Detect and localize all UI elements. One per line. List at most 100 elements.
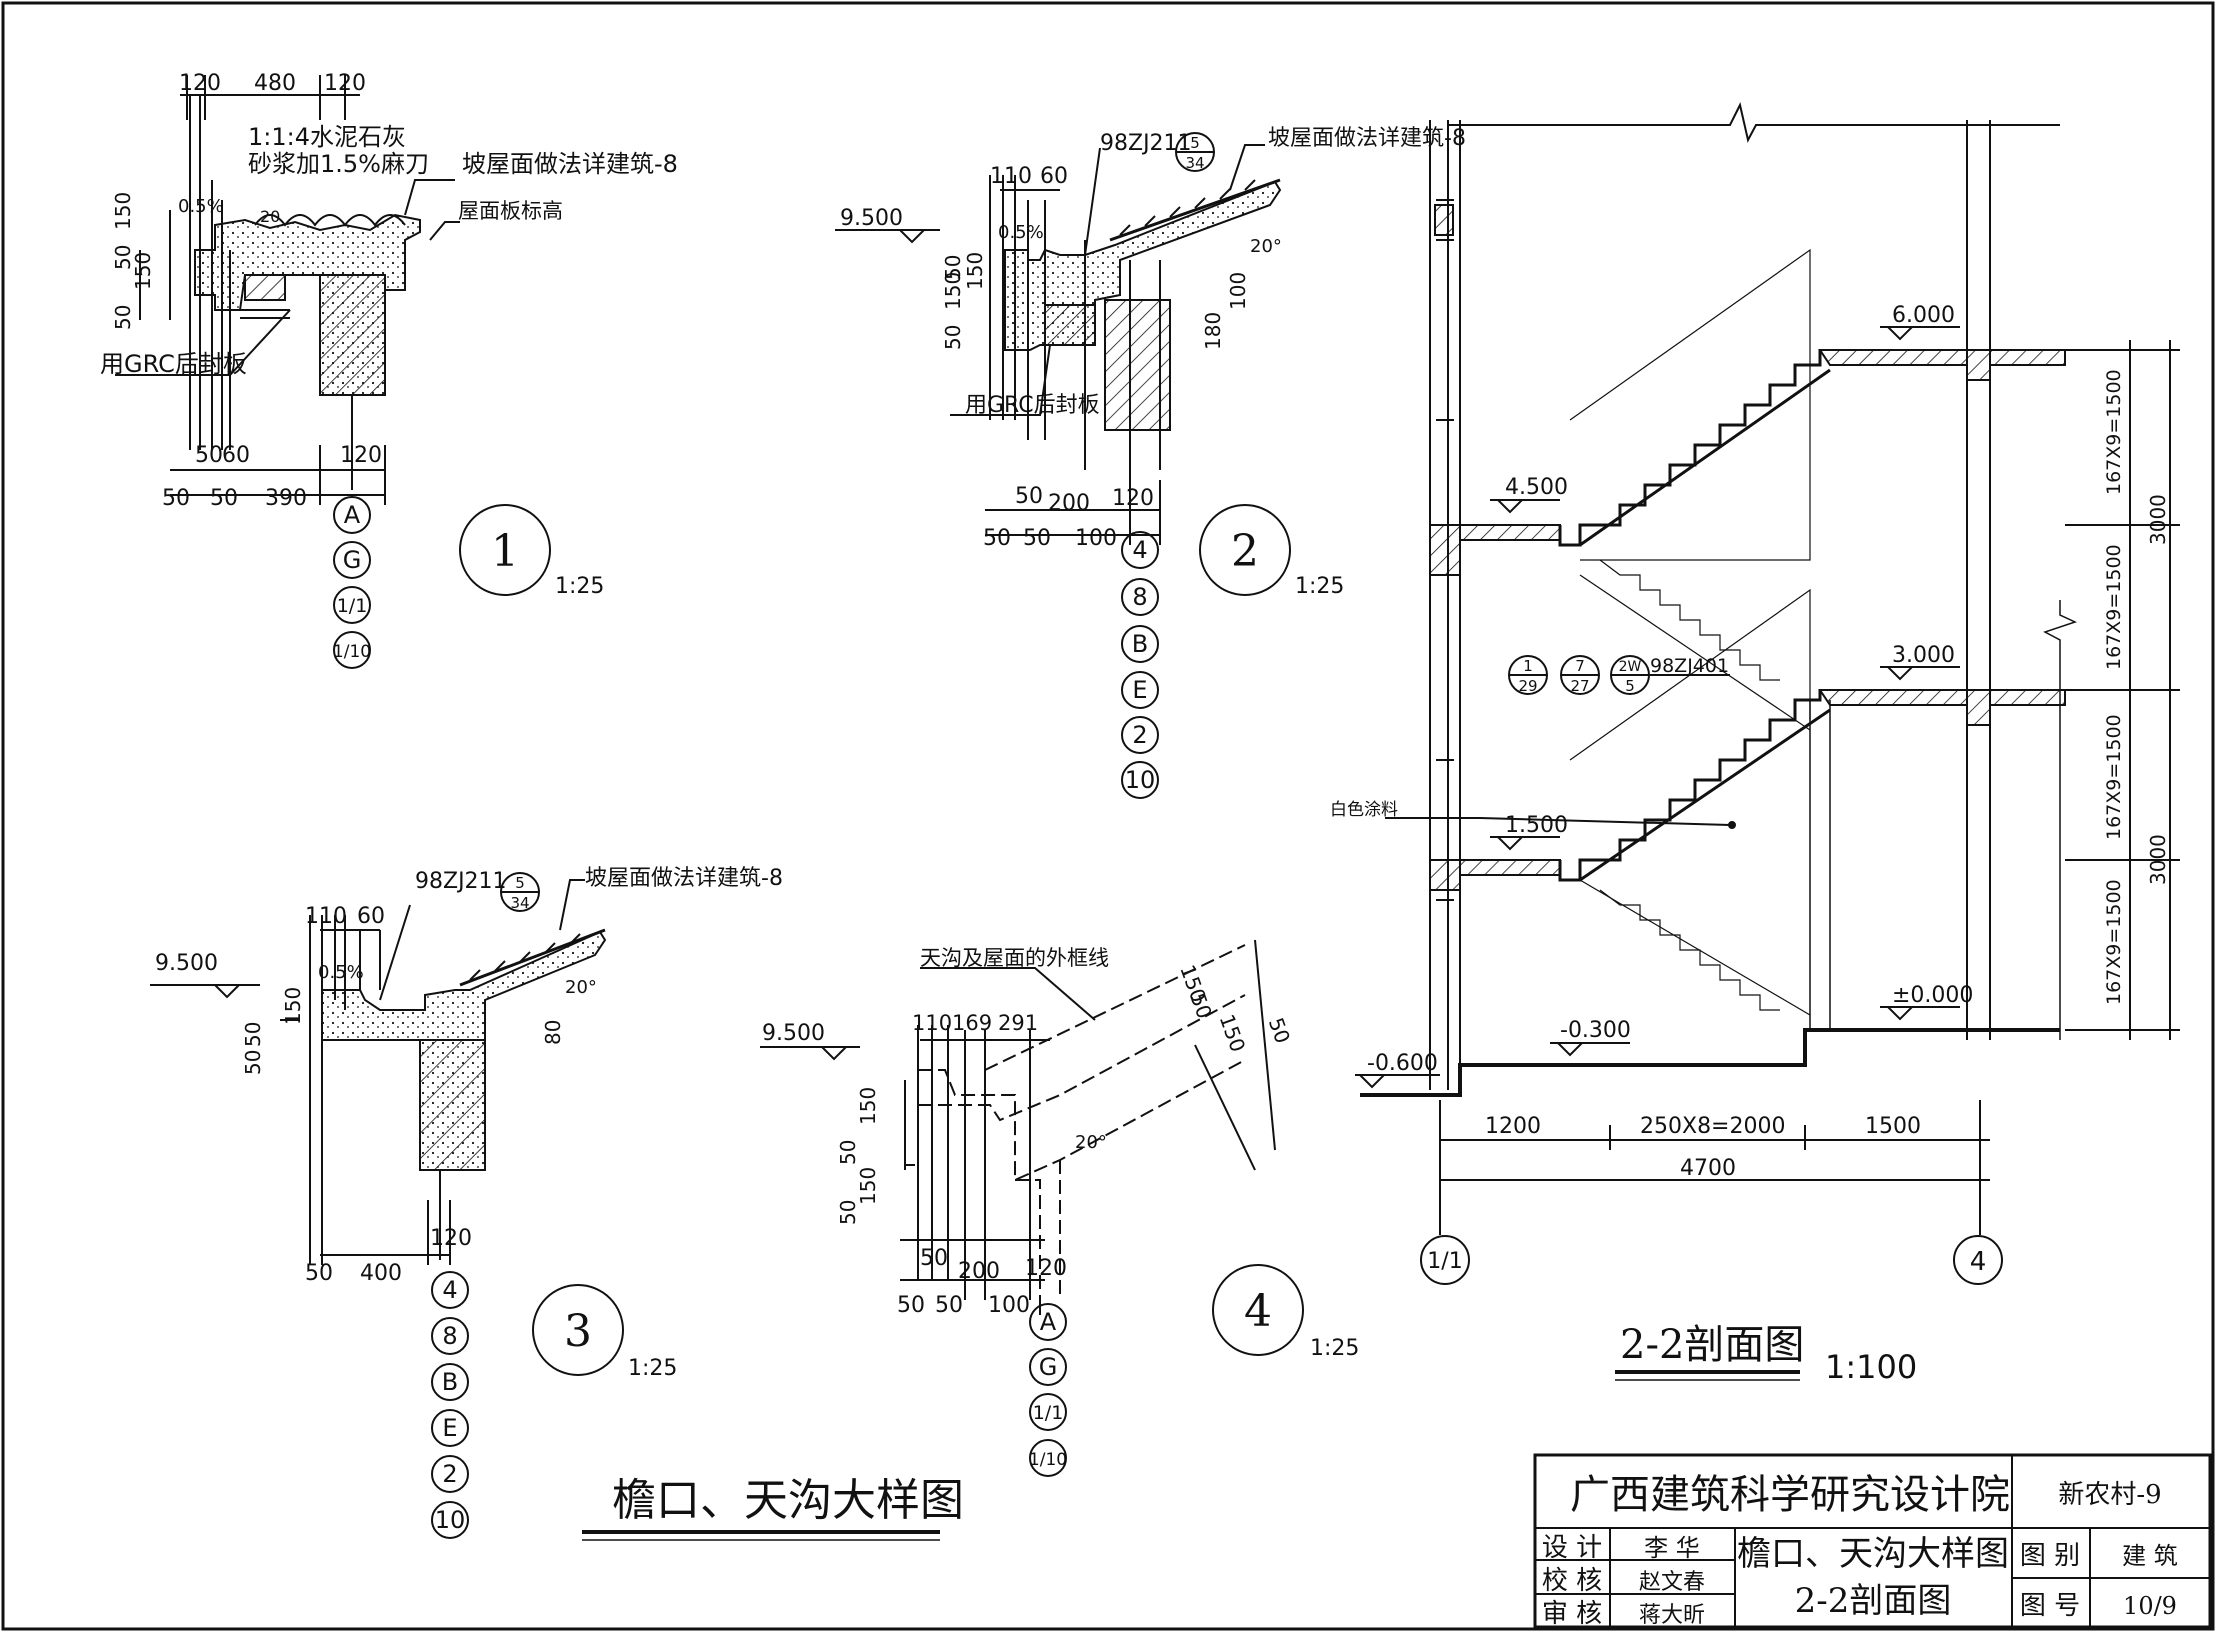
d3-elev: 9.500 xyxy=(155,951,218,976)
d2-axis-1: 8 xyxy=(1132,583,1147,611)
d2-ref-bot: 34 xyxy=(1185,154,1204,172)
d4-scale: 1:25 xyxy=(1310,1336,1359,1361)
d2-axis-4: 2 xyxy=(1132,721,1147,749)
d3-dim-right: 80 xyxy=(541,1020,565,1045)
d2-dim-right-1: 180 xyxy=(1201,312,1225,350)
d2-ref-top: 5 xyxy=(1190,134,1200,152)
d1-dim-b2-2: 390 xyxy=(265,486,307,511)
d1-slope: 0.5% xyxy=(178,196,224,217)
sec-ref-2-top: 2W xyxy=(1619,659,1642,675)
d2-scale: 1:25 xyxy=(1295,574,1344,599)
d4-dim-left-3: 150 xyxy=(856,1167,880,1205)
d4-number: 4 xyxy=(1244,1286,1272,1337)
sec-dim-right-1: 167X9=1500 xyxy=(2103,544,2125,670)
d2-dim-left-2: 50 xyxy=(941,255,965,280)
tb-name-1: 赵文春 xyxy=(1639,1570,1705,1595)
sec-title: 2-2剖面图 xyxy=(1620,1322,1804,1368)
d1-dim-b2-1: 50 xyxy=(210,486,238,511)
d3-axis-0: 4 xyxy=(442,1276,457,1304)
sec-elev-3: 1.500 xyxy=(1505,813,1568,838)
sec-dim-right-0: 167X9=1500 xyxy=(2103,369,2125,495)
d2-axis-0: 4 xyxy=(1132,536,1147,564)
tb-drawing-title-1: 檐口、天沟大样图 xyxy=(1737,1534,2009,1574)
tb-role-0: 设 计 xyxy=(1542,1533,1602,1563)
d2-number: 2 xyxy=(1231,526,1259,577)
sec-ref-1-bot: 27 xyxy=(1570,677,1589,695)
d4-dim-left-2: 50 xyxy=(836,1200,860,1225)
d1-dim-top-0: 120 xyxy=(179,71,221,96)
tb-project: 新农村-9 xyxy=(2058,1480,2161,1510)
detail-1 xyxy=(115,75,551,669)
tb-type-label: 图 别 xyxy=(2020,1541,2080,1571)
d3-angle: 20° xyxy=(565,977,597,998)
section-2-2 xyxy=(1355,102,2180,1285)
title-block xyxy=(1535,1455,2210,1627)
d4-dim-slope-3: 50 xyxy=(1264,1014,1295,1046)
sec-ref-0-top: 1 xyxy=(1523,657,1533,675)
d2-ref: 98ZJ211 xyxy=(1100,131,1192,156)
detail-3-text: 98ZJ211 5 34 坡屋面做法详建筑-8 110 60 0.5% 9.50… xyxy=(155,866,783,1534)
d1-dim-b1-2: 120 xyxy=(340,443,382,468)
sec-dim-total-1: 3000 xyxy=(2146,834,2170,885)
detail-3 xyxy=(150,872,624,1539)
d3-axis-2: B xyxy=(442,1368,458,1396)
d1-axis-0: A xyxy=(344,501,361,529)
d2-dim-top-0: 110 xyxy=(990,164,1032,189)
d2-dim-b2-0: 50 xyxy=(983,526,1011,551)
d2-roof-note: 坡屋面做法详建筑-8 xyxy=(1268,126,1466,151)
d4-dim-top-2: 291 xyxy=(998,1011,1038,1035)
d4-dim-b1-2: 120 xyxy=(1025,1256,1067,1281)
sec-dim-bottom-1: 250X8=2000 xyxy=(1640,1114,1785,1139)
d3-dim-top-1: 60 xyxy=(357,904,385,929)
d3-dim-b2-0: 50 xyxy=(305,1261,333,1286)
d4-dim-top-0: 110 xyxy=(912,1011,952,1035)
d1-grc: 用GRC后封板 xyxy=(100,350,247,378)
d4-dim-b2-2: 100 xyxy=(988,1293,1030,1318)
sec-ref-1-top: 7 xyxy=(1575,657,1585,675)
d1-note-line2: 砂浆加1.5%麻刀 xyxy=(248,150,429,178)
sec-paint: 白色涂料 xyxy=(1330,800,1398,820)
d4-label: 天沟及屋面的外框线 xyxy=(920,946,1109,970)
sec-elev-0: 6.000 xyxy=(1892,303,1955,328)
d2-dim-b1-1: 200 xyxy=(1048,491,1090,516)
d3-axis-5: 10 xyxy=(435,1506,466,1534)
d1-dim-b1-1: 60 xyxy=(222,443,250,468)
d1-axis-1: G xyxy=(343,546,362,574)
sec-ref-2-bot: 5 xyxy=(1625,677,1635,695)
sec-elev-1: 4.500 xyxy=(1505,475,1568,500)
d4-dim-left-0: 50 xyxy=(836,1140,860,1165)
d2-axis-2: B xyxy=(1132,630,1148,658)
d4-angle: 20° xyxy=(1075,1132,1107,1153)
d2-dim-left-3: 150 xyxy=(963,252,987,290)
d1-dim-left-1: 150 xyxy=(111,192,135,230)
d1-dim-left-2: 50 xyxy=(111,305,135,330)
detail-1-text: 120 480 120 1:1:4水泥石灰 砂浆加1.5%麻刀 0.5% 坡屋面… xyxy=(100,71,678,662)
d4-dim-slope-2: 150 xyxy=(1215,1011,1251,1055)
sec-dim-bottom-2: 1500 xyxy=(1865,1114,1921,1139)
detail-2 xyxy=(835,132,1291,799)
d2-slope: 0.5% xyxy=(998,222,1044,243)
d3-dim-left-0: 50 xyxy=(241,1050,265,1075)
detail-4-text: 天沟及屋面的外框线 9.500 110 169 291 50 150 50 15… xyxy=(762,946,1359,1470)
d3-roof-note: 坡屋面做法详建筑-8 xyxy=(585,866,783,891)
detail-4 xyxy=(760,939,1304,1477)
d2-dim-b2-2: 100 xyxy=(1075,526,1117,551)
d1-scale: 1:25 xyxy=(555,574,604,599)
d4-elev: 9.500 xyxy=(762,1021,825,1046)
d1-dim-top-1: 480 xyxy=(254,71,296,96)
tb-role-1: 校 核 xyxy=(1542,1566,1602,1596)
sec-dim-right-2: 167X9=1500 xyxy=(2103,714,2125,840)
sec-elev-2: 3.000 xyxy=(1892,643,1955,668)
d1-roof-note: 坡屋面做法详建筑-8 xyxy=(462,150,678,178)
sec-dim-total: 4700 xyxy=(1680,1156,1736,1181)
sec-axis-1: 4 xyxy=(1970,1247,1987,1277)
d3-dim-left-2: 150 xyxy=(281,987,305,1025)
d4-axis-2: 1/1 xyxy=(1033,1402,1064,1424)
sec-dim-bottom-0: 1200 xyxy=(1485,1114,1541,1139)
tb-drawing-title-2: 2-2剖面图 xyxy=(1795,1581,1952,1621)
d2-dim-b2-1: 50 xyxy=(1023,526,1051,551)
d1-dim-b1-0: 50 xyxy=(195,443,223,468)
